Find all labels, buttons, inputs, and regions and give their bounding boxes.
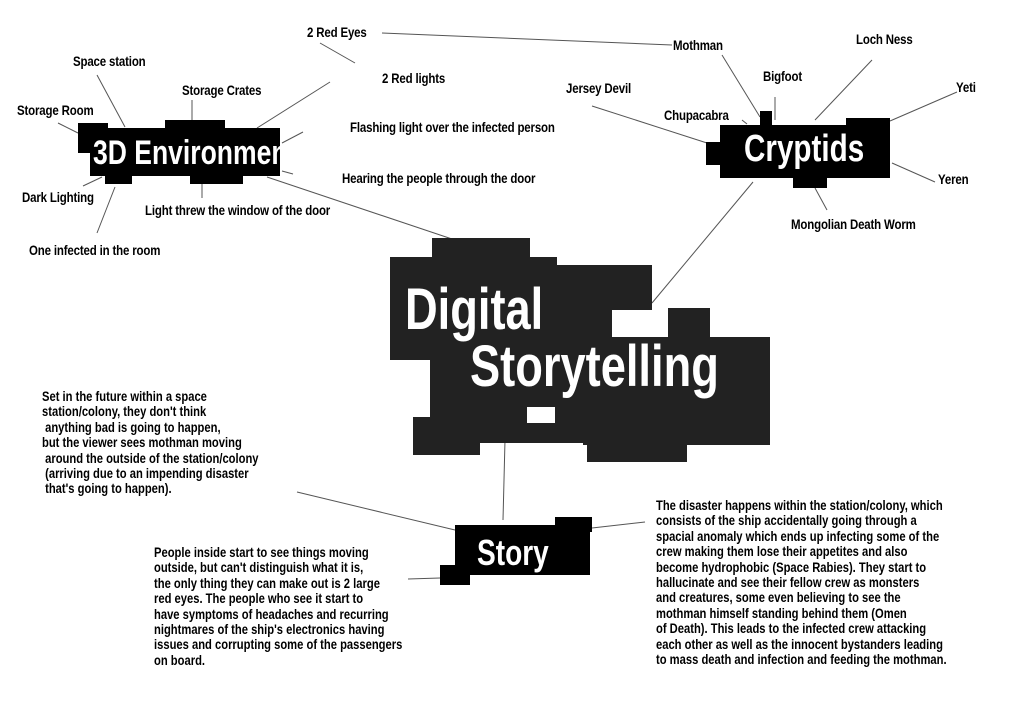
label-bigfoot: Bigfoot [763,68,803,84]
connector [591,521,646,529]
connector [814,59,873,121]
label-flashing-light: Flashing light over the infected person [350,119,555,135]
cryptids-title: Cryptids [744,128,865,170]
connector [281,170,294,175]
label-chupacabra: Chupacabra [664,107,729,123]
label-jersey-devil: Jersey Devil [566,80,632,96]
connector [591,105,708,144]
label-2-red-eyes: 2 Red Eyes [307,24,367,40]
connector [407,577,441,580]
label-loch-ness: Loch Ness [856,31,913,47]
connector [741,119,748,125]
central-title-line1: Digital [405,277,544,342]
connector [57,122,79,134]
label-one-infected: One infected in the room [29,242,161,258]
label-mongolian-death-worm: Mongolian Death Worm [791,216,916,232]
connector [651,181,754,304]
connector [266,176,456,241]
label-dark-lighting: Dark Lighting [22,189,94,205]
connector [814,187,828,211]
central-title-line2: Storytelling [470,334,719,399]
label-2-red-lights: 2 Red lights [382,70,446,86]
label-light-window: Light threw the window of the door [145,202,331,218]
label-space-station: Space station [73,53,146,69]
connector [502,439,506,521]
label-hearing-people: Hearing the people through the door [342,170,536,186]
story-setup-text: Set in the future within a space station… [42,388,259,497]
story-title: Story [477,532,549,573]
label-storage-crates: Storage Crates [182,82,262,98]
connector [256,81,331,129]
connector [381,32,673,46]
connector [889,91,958,122]
connector [96,186,116,234]
connector [82,176,103,187]
connector [281,131,304,144]
label-storage-room: Storage Room [17,102,94,118]
label-mothman: Mothman [673,37,723,53]
connector [319,42,356,64]
label-yeren: Yeren [938,171,969,187]
connector [891,162,936,183]
connector [96,74,126,128]
story-symptoms-text: People inside start to see things moving… [154,544,403,668]
connector [721,54,761,118]
environment-title: 3D Environment [93,134,297,172]
label-yeti: Yeti [956,79,976,95]
story-disaster-text: The disaster happens within the station/… [656,497,947,668]
connector [296,491,456,531]
